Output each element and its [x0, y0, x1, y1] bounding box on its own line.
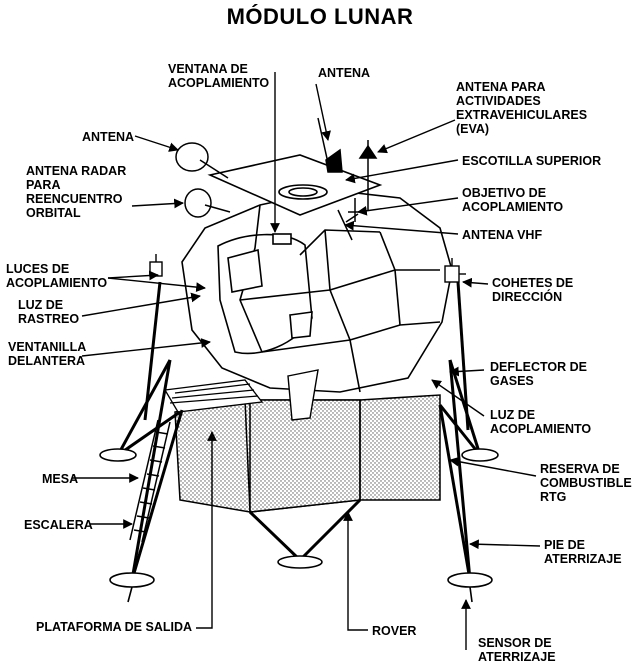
label-mesa: MESA: [42, 472, 79, 486]
label-antena-top: ANTENA: [318, 66, 371, 80]
footpads: [99, 448, 499, 603]
antennas: [175, 117, 378, 241]
label-antena-left: ANTENA: [82, 130, 135, 144]
label-antena-eva: ANTENA PARA ACTIVIDADES EXTRAVEHICULARES…: [456, 80, 588, 136]
ascent-stage: [181, 154, 453, 393]
gas-deflector: [287, 369, 319, 421]
descent-stage: [174, 394, 441, 513]
label-escotilla-superior: ESCOTILLA SUPERIOR: [462, 154, 602, 168]
label-sensor-aterrizaje: SENSOR DE ATERRIZAJE: [478, 636, 556, 664]
label-pie-aterrizaje: PIE DE ATERRIZAJE: [544, 538, 622, 566]
leader-lines: [72, 72, 541, 650]
label-rover: ROVER: [372, 624, 417, 638]
label-antena-vhf: ANTENA VHF: [462, 228, 543, 242]
label-luz-acoplamiento: LUZ DE ACOPLAMIENTO: [490, 408, 592, 436]
ladder: [129, 419, 171, 543]
diagram-title: MÓDULO LUNAR: [226, 4, 414, 29]
exit-platform: [163, 379, 264, 413]
label-objetivo-acoplamiento: OBJETIVO DE ACOPLAMIENTO: [462, 186, 564, 214]
landing-gear: [116, 281, 482, 581]
label-luces-acoplamiento: LUCES DE ACOPLAMIENTO: [6, 262, 108, 290]
label-antena-radar: ANTENA RADAR PARA REENCUENTRO ORBITAL: [26, 164, 127, 220]
label-plataforma-salida: PLATAFORMA DE SALIDA: [36, 620, 193, 634]
label-reserva-combustible: RESERVA DE COMBUSTIBLE RTG: [540, 462, 632, 504]
label-ventana-acoplamiento: VENTANA DE ACOPLAMIENTO: [168, 62, 270, 90]
label-escalera: ESCALERA: [24, 518, 93, 532]
label-deflector-gases: DEFLECTOR DE GASES: [490, 360, 587, 388]
label-luz-rastreo: LUZ DE RASTREO: [18, 298, 80, 326]
label-cohetes-direccion: COHETES DE DIRECCIÓN: [492, 276, 574, 304]
label-ventanilla-delantera: VENTANILLA DELANTERA: [8, 340, 87, 368]
